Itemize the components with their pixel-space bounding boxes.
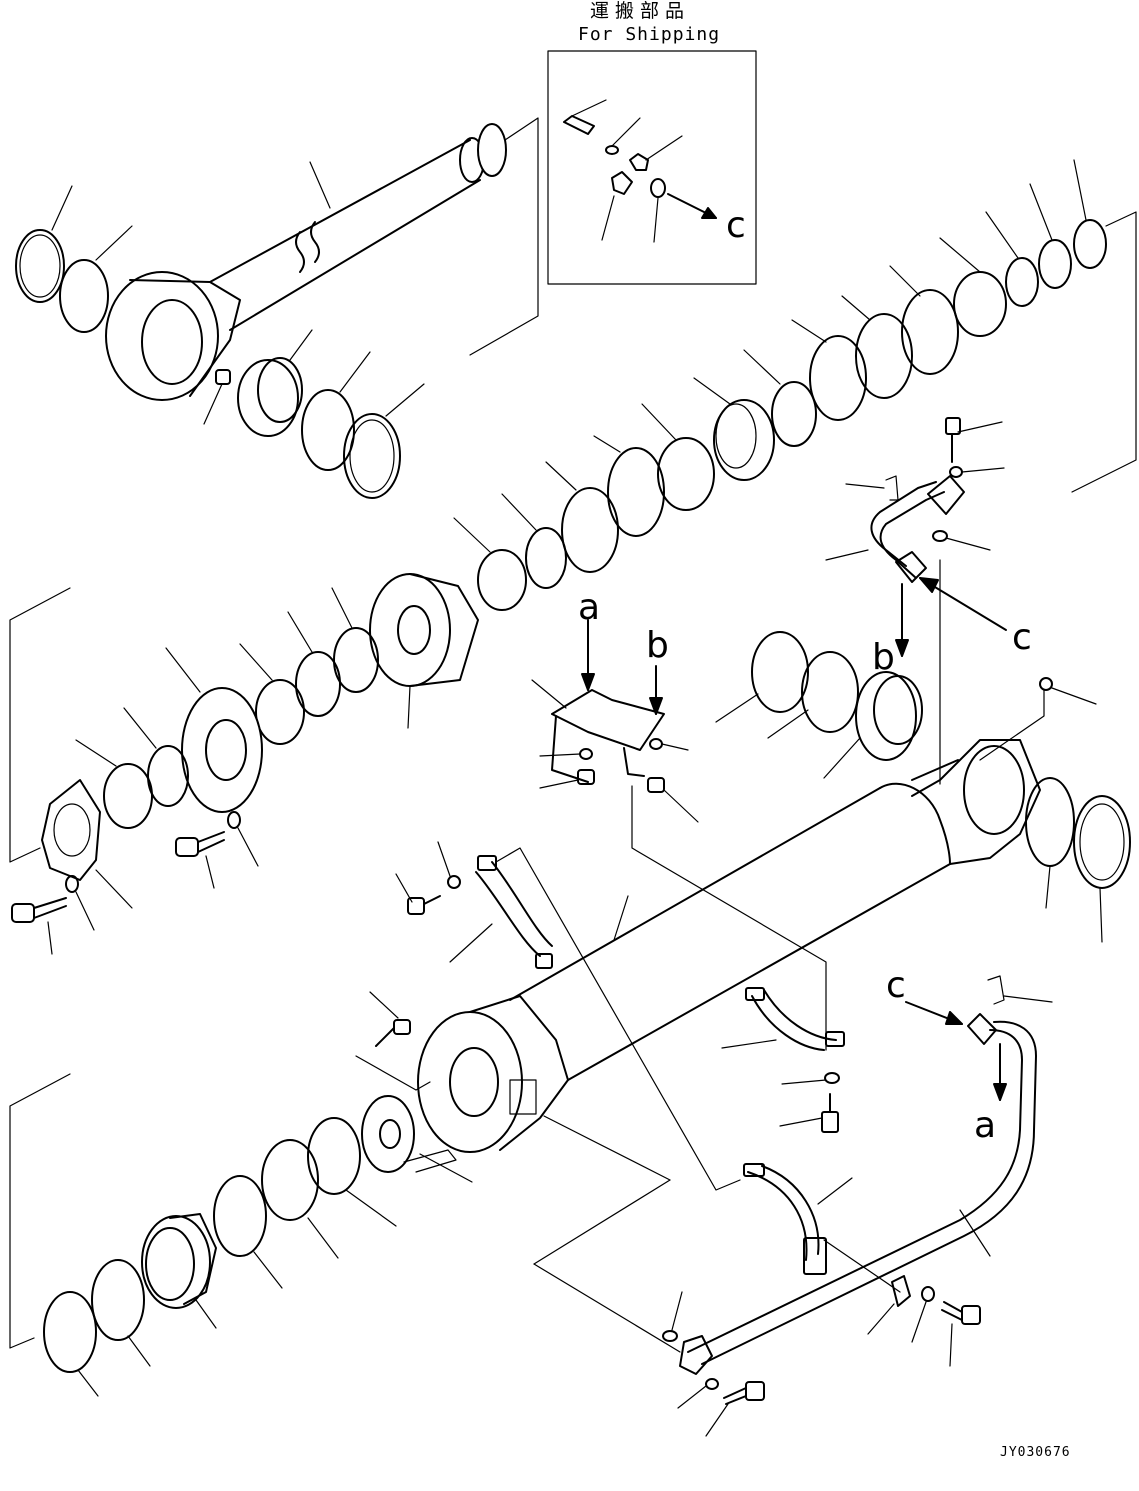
seal-ring — [751, 631, 809, 713]
seal-ring — [103, 763, 153, 829]
callout-b-hose: b — [872, 637, 895, 678]
washer — [65, 875, 79, 893]
drawing-code: JY030676 — [1000, 1445, 1071, 1460]
seal-ring — [295, 651, 341, 717]
seal-ring — [91, 1259, 145, 1341]
ring-series-top — [453, 159, 1137, 611]
clamp-band — [743, 1163, 901, 1293]
seal-ring — [301, 389, 355, 471]
bolt — [11, 897, 67, 955]
piston — [141, 1213, 217, 1329]
callout-a-lower: a — [974, 1105, 997, 1146]
seal-ring — [59, 259, 109, 333]
flange-plate — [165, 647, 263, 813]
callout-a-upper: a — [578, 587, 601, 628]
piston-rod — [105, 117, 539, 425]
cylinder-tube — [417, 677, 1097, 1353]
split-ring — [361, 1095, 473, 1183]
callout-c-shipping: c — [726, 205, 746, 246]
seal-ring — [213, 1175, 267, 1257]
shipping-title-english: For Shipping — [578, 24, 721, 45]
hose-upper — [825, 417, 1007, 785]
cylinder-head — [369, 573, 479, 729]
seal-ring — [15, 229, 65, 303]
seal-ring — [343, 413, 401, 499]
bolt — [175, 831, 225, 889]
mounting-bracket — [531, 619, 827, 1051]
seal-ring — [255, 679, 305, 745]
seal-ring — [333, 627, 379, 693]
shipping-title-japanese: 運搬部品 — [590, 0, 691, 22]
seal-ring — [307, 1117, 361, 1195]
bolt — [369, 991, 411, 1047]
bushing — [855, 671, 917, 761]
washer — [227, 811, 241, 829]
seal-ring — [1073, 795, 1131, 889]
retainer-plate — [41, 779, 133, 909]
callout-b-bracket: b — [646, 625, 669, 666]
seal-ring — [43, 1291, 97, 1373]
seal-ring — [1025, 777, 1075, 867]
shipping-parts-box — [547, 50, 757, 285]
seal-ring — [801, 651, 859, 733]
callout-c-lower: c — [886, 965, 906, 1006]
seal-ring — [147, 745, 189, 807]
clamp-band — [721, 987, 845, 1133]
seal-ring — [261, 1139, 319, 1221]
hose-lower — [662, 975, 1053, 1437]
clamp-band — [395, 841, 741, 1191]
callout-c-upper: c — [1012, 617, 1032, 658]
bushing — [237, 359, 299, 437]
